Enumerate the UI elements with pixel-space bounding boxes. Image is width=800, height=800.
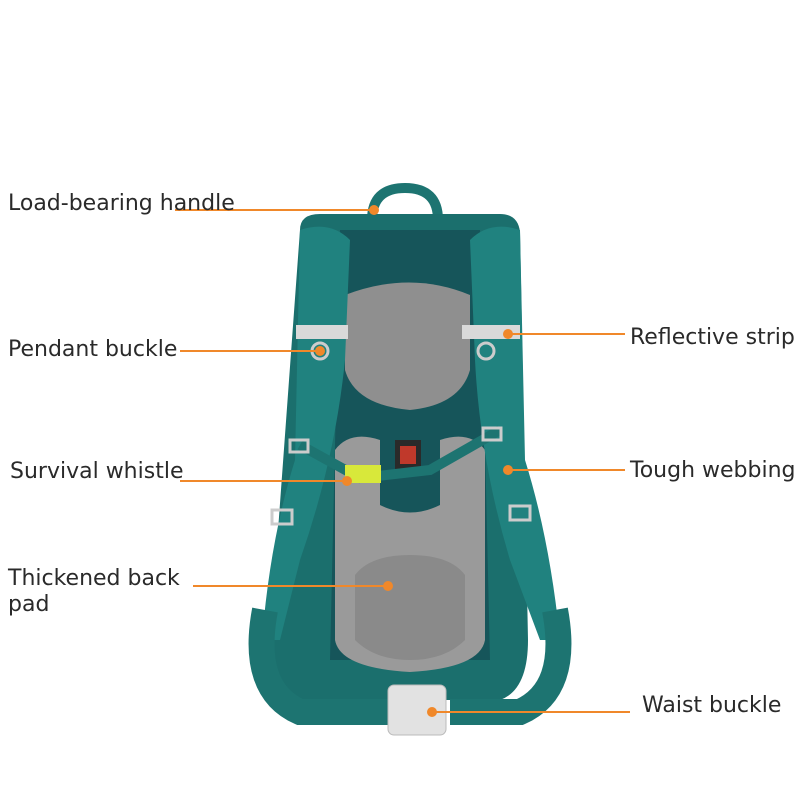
dot-handle <box>369 205 379 215</box>
dot-backpad <box>383 581 393 591</box>
label-pendant-buckle: Pendant buckle <box>8 337 178 362</box>
dot-webbing <box>503 465 513 475</box>
label-reflective-strip: Reflective strip <box>630 325 795 350</box>
dot-pendant <box>315 346 325 356</box>
label-load-bearing-handle: Load-bearing handle <box>8 191 235 216</box>
dot-reflective <box>503 329 513 339</box>
waist-buckle-shape <box>387 684 447 736</box>
dot-waist <box>427 707 437 717</box>
whistle-shape <box>345 465 381 483</box>
label-tough-webbing: Tough webbing <box>630 458 796 483</box>
dot-whistle <box>342 476 352 486</box>
label-thickened-back-pad-line1: Thickened back <box>8 566 180 591</box>
label-thickened-back-pad-line2: pad <box>8 592 50 617</box>
leader-lines <box>175 205 630 717</box>
reflective-strip-left <box>296 325 348 339</box>
handle-shape <box>367 182 443 221</box>
waist-belt <box>248 607 572 725</box>
upper-back-pad <box>345 282 470 410</box>
label-waist-buckle: Waist buckle <box>642 693 782 718</box>
label-survival-whistle: Survival whistle <box>10 459 184 484</box>
